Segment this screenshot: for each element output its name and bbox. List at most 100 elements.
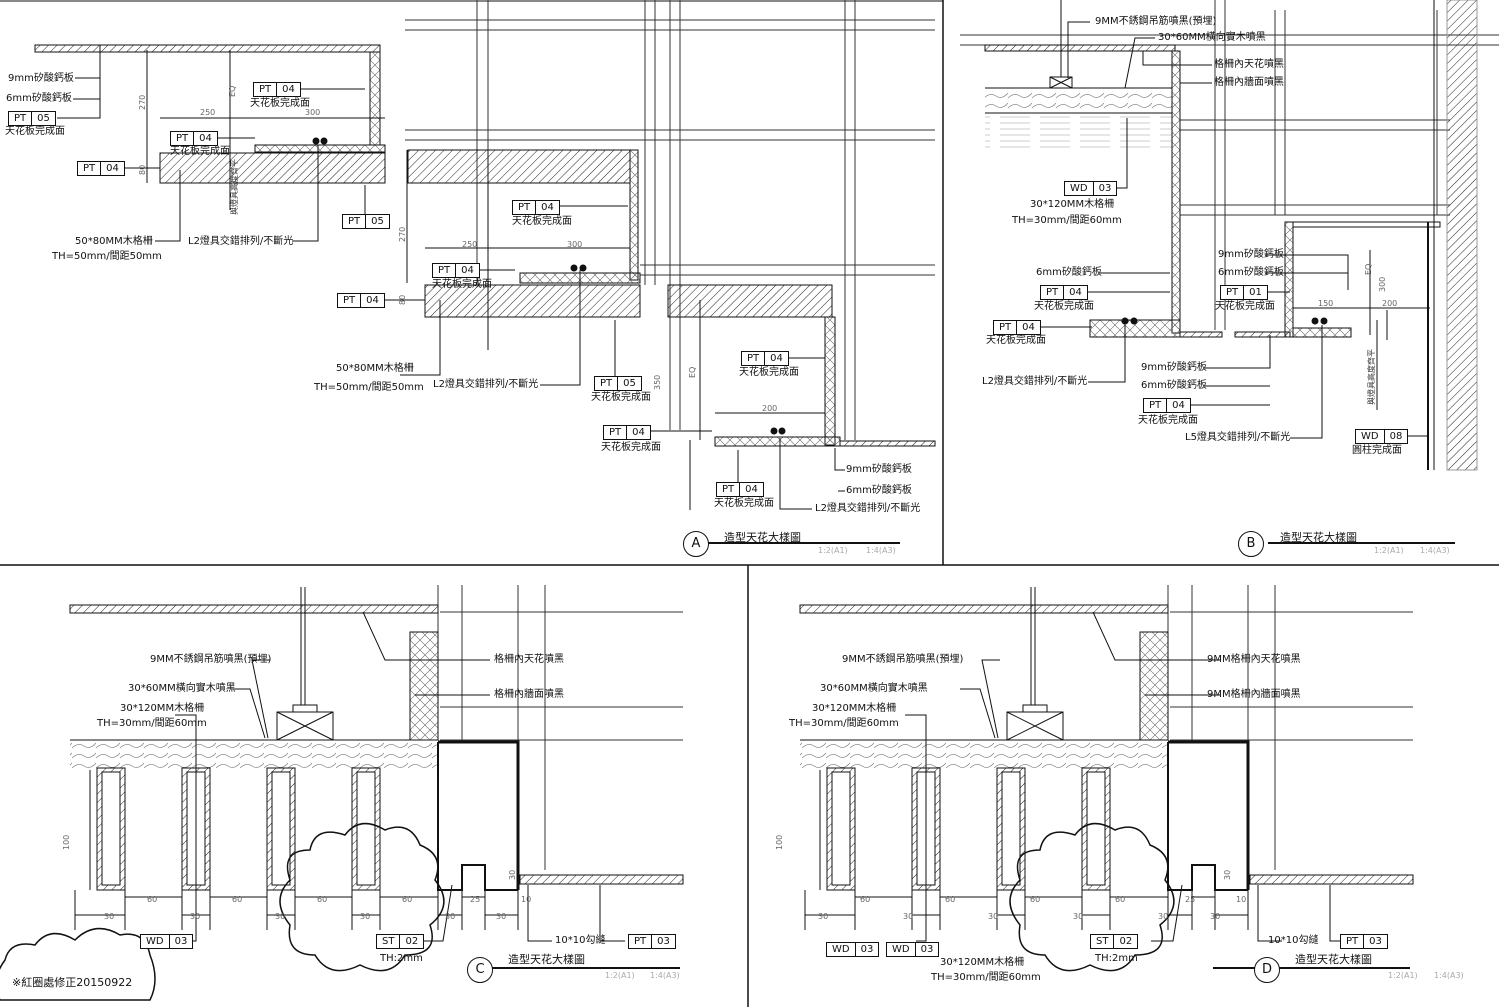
callout-label: 30*120MM木格柵 [940, 957, 1025, 968]
scale-label: 1:4(A3) [866, 546, 896, 555]
callout-label: 格柵內牆面噴黑 [494, 689, 564, 700]
dimension: 30 [275, 912, 286, 921]
detail-title: 造型天花大樣圖 [1295, 953, 1372, 966]
callout-label: L5燈具交錯排列/不斷光 [1185, 432, 1291, 443]
dimension: 200 [1382, 299, 1398, 308]
detail-marker: B [1238, 531, 1264, 557]
callout-label: 9MM格柵內天花噴黑 [1207, 654, 1301, 665]
callout-label: 30*60MM橫向實木噴黑 [1158, 32, 1266, 43]
callout-label: 9mm矽酸鈣板 [1141, 362, 1207, 373]
dimension: 350 [653, 374, 662, 390]
callout-label: 格柵內天花噴黑 [1214, 59, 1284, 70]
dimension: 10 [1236, 895, 1247, 904]
callout-label: L2燈具交錯排列/不斷光 [188, 236, 294, 247]
dimension: 30 [104, 912, 115, 921]
callout-label: TH=30mm/間距60mm [97, 718, 207, 729]
callout-label: 格柵內牆面噴黑 [1214, 77, 1284, 88]
dimension: 300 [305, 108, 321, 117]
callout-label: 30*120MM木格柵 [1030, 199, 1115, 210]
tag-caption: 天花板完成面 [1138, 415, 1198, 426]
dimension: 150 [1318, 299, 1334, 308]
callout-label: TH=50mm/間距50mm [52, 251, 162, 262]
dimension: 30 [818, 912, 829, 921]
dimension: 30 [1223, 869, 1232, 880]
callout-label: 30*120MM木格柵 [812, 703, 897, 714]
dimension: EQ [688, 366, 697, 378]
dimension: 30 [903, 912, 914, 921]
dimension: 250 [200, 108, 216, 117]
tag-caption: 天花板完成面 [250, 98, 310, 109]
callout-label: 10*10勾縫 [1268, 935, 1319, 946]
tag-caption: 天花板完成面 [739, 367, 799, 378]
scale-label: 1:2(A1) [818, 546, 848, 555]
callout-label: 9mm矽酸鈣板 [1218, 249, 1284, 260]
tag-caption: 天花板完成面 [1034, 301, 1094, 312]
dimension: EQ [1364, 263, 1373, 275]
detail-marker: A [683, 531, 709, 557]
tag-caption: 天花板完成面 [986, 335, 1046, 346]
dimension: 250 [462, 240, 478, 249]
callout-label: 9MM不銹鋼吊筋噴黑(預埋) [1095, 16, 1217, 27]
scale-label: 1:2(A1) [1388, 971, 1418, 980]
dimension: 25 [1185, 895, 1196, 904]
detail-title: 造型天花大樣圖 [1280, 531, 1357, 544]
dimension: 60 [402, 895, 413, 904]
scale-label: 1:4(A3) [1434, 971, 1464, 980]
dimension: 200 [762, 404, 778, 413]
callout-label: TH:2mm [1095, 953, 1138, 964]
dimension: 30 [1073, 912, 1084, 921]
callout-label: 50*80MM木格柵 [75, 236, 153, 247]
dimension: 30 [988, 912, 999, 921]
callout-label: L2燈具交錯排列/不斷光 [433, 379, 539, 390]
callout-label: 9MM格柵內牆面噴黑 [1207, 689, 1301, 700]
dimension: 60 [945, 895, 956, 904]
callout-label: L2燈具交錯排列/不斷光 [815, 503, 921, 514]
vertical-note: 與燈具高度齊平 [230, 159, 239, 215]
callout-label: 6mm矽酸鈣板 [846, 485, 912, 496]
dimension: 100 [775, 834, 784, 850]
callout-label: 6mm矽酸鈣板 [1036, 267, 1102, 278]
dimension: 60 [1115, 895, 1126, 904]
callout-label: TH=50mm/間距50mm [314, 382, 424, 393]
tag-caption: 天花板完成面 [432, 279, 492, 290]
dimension: 270 [398, 226, 407, 242]
dimension: 30 [508, 869, 517, 880]
dimension: 30 [1210, 912, 1221, 921]
tag-caption: 圓柱完成面 [1352, 445, 1402, 456]
callout-label: TH:2mm [380, 953, 423, 964]
tag-caption: 天花板完成面 [1215, 301, 1275, 312]
dimension: 60 [860, 895, 871, 904]
tag-caption: 天花板完成面 [714, 498, 774, 509]
dimension: 30 [1158, 912, 1169, 921]
dimension: 60 [317, 895, 328, 904]
dimension: 30 [360, 912, 371, 921]
scale-label: 1:4(A3) [650, 971, 680, 980]
dimension: 25 [470, 895, 481, 904]
dimension: 80 [138, 164, 147, 175]
detail-marker: C [467, 957, 493, 983]
callout-label: 9MM不銹鋼吊筋噴黑(預埋) [842, 654, 964, 665]
dimension: 10 [521, 895, 532, 904]
dimension: 300 [1378, 276, 1387, 292]
